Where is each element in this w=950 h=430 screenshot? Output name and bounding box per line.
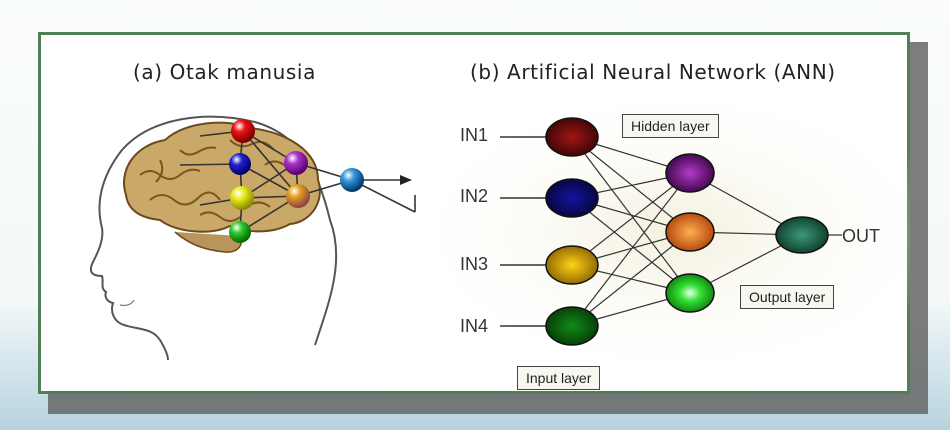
input-node-4: [546, 307, 598, 345]
input-label-4: IN4: [460, 316, 488, 337]
input-node-3: [546, 246, 598, 284]
output-layer-label: Output layer: [740, 285, 834, 309]
neuron-yellow: [230, 186, 254, 210]
panel-a-title: (a) Otak manusia: [133, 60, 316, 84]
neuron-cyan: [340, 168, 364, 192]
neuron-red: [231, 119, 255, 143]
hidden-nodes: [666, 154, 714, 312]
hidden-node-3: [666, 274, 714, 312]
hidden-node-2: [666, 213, 714, 251]
panel-b-title: (b) Artificial Neural Network (ANN): [470, 60, 836, 84]
hidden-layer-label: Hidden layer: [622, 114, 719, 138]
input-label-3: IN3: [460, 254, 488, 275]
neuron-purple: [284, 151, 308, 175]
input-label-1: IN1: [460, 125, 488, 146]
input-layer-label: Input layer: [517, 366, 600, 390]
neuron-green: [229, 221, 251, 243]
input-label-2: IN2: [460, 186, 488, 207]
input-node-1: [546, 118, 598, 156]
input-node-2: [546, 179, 598, 217]
neuron-orange: [286, 184, 310, 208]
output-node: [776, 217, 828, 253]
neuron-blue: [229, 153, 251, 175]
output-label: OUT: [842, 226, 880, 247]
hidden-node-1: [666, 154, 714, 192]
